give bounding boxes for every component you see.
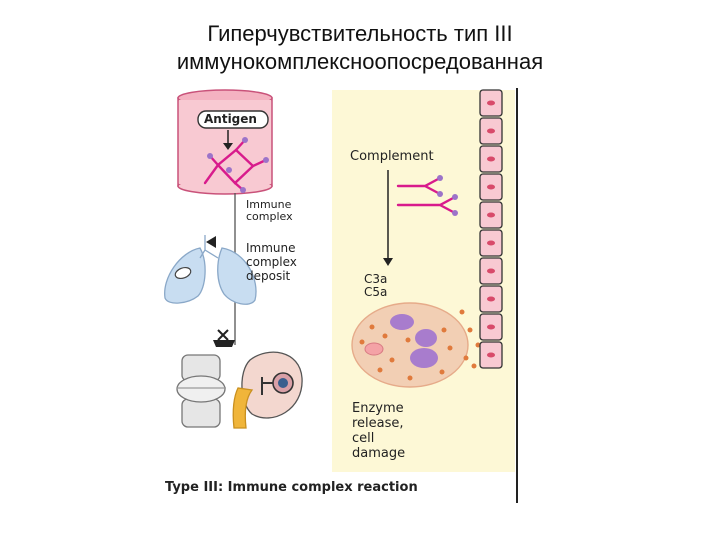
vessel-boundary-line [516, 88, 518, 503]
figure-caption: Type III: Immune complex reaction [165, 480, 418, 495]
enzyme-label-line4: damage [352, 446, 406, 461]
complement-molecule-icon [396, 175, 458, 216]
antigen-label-box [197, 110, 269, 129]
deposit-label-line2: complex [246, 255, 297, 269]
deposit-label-line1: Immune [246, 241, 296, 255]
enzyme-label-line3: cell [352, 431, 375, 446]
joint-icon [176, 354, 226, 428]
deposit-marker-icon [213, 329, 235, 347]
enzyme-release-label: Enzyme release, cell damage [352, 401, 405, 461]
enzyme-label-line2: release, [352, 416, 404, 431]
lungs-icon [164, 235, 257, 305]
endothelial-cells-column [479, 89, 503, 369]
immune-complex-label: Immune complex [246, 199, 293, 223]
slide-title-line2: иммунокомплексноопосредованная [176, 49, 544, 74]
anaphylatoxin-label: C3a C5a [364, 273, 387, 299]
immune-complex-deposit-label: Immune complex deposit [246, 241, 297, 283]
neutrophil-cell-icon [351, 302, 481, 388]
complement-label: Complement [350, 149, 434, 164]
c3a-label: C3a [364, 272, 388, 286]
arrow-to-lung-icon [206, 236, 216, 248]
immune-complex-lattice-icon [203, 137, 269, 193]
endothelial-nuclei [487, 100, 495, 358]
blood-vessel-cylinder [177, 89, 273, 195]
immune-complex-label-line2: complex [246, 210, 293, 223]
deposit-label-line3: deposit [246, 269, 291, 283]
kidney-icon [232, 351, 303, 429]
enzyme-label-line1: Enzyme [352, 401, 404, 416]
slide-title-line1: Гиперчувствительность тип III [207, 21, 513, 46]
immune-complex-label-line1: Immune [246, 198, 292, 211]
antigen-label: Antigen [204, 112, 257, 126]
c5a-label: C5a [364, 285, 388, 299]
